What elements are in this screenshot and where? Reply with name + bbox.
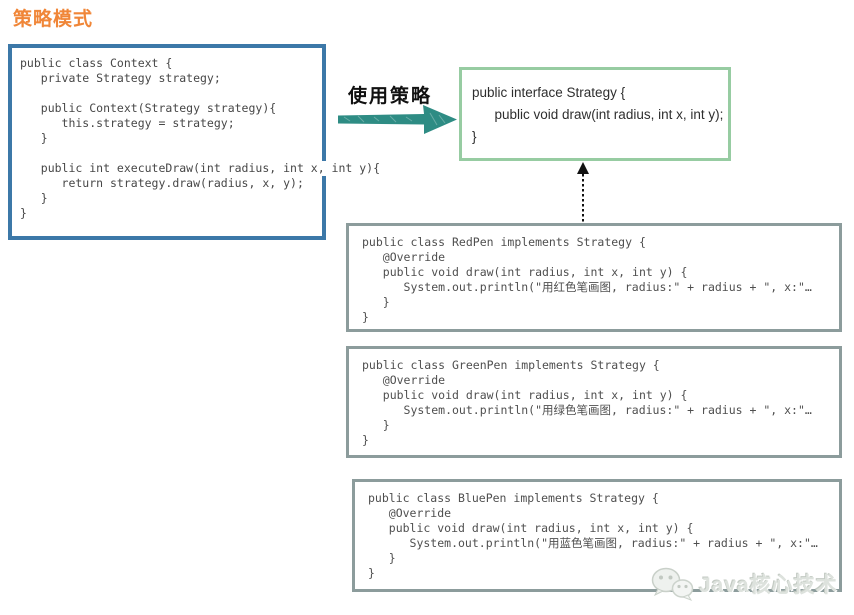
blue-pen-class-box: public class BluePen implements Strategy… xyxy=(352,479,842,592)
wechat-icon xyxy=(651,567,694,601)
page-title: 策略模式 xyxy=(13,9,94,30)
watermark: Java核心技术 xyxy=(650,566,838,602)
use-strategy-label: 使用策略 xyxy=(348,86,433,107)
implements-arrow-icon xyxy=(577,162,589,224)
blue-pen-code: public class BluePen implements Strategy… xyxy=(368,491,818,581)
watermark-text: Java核心技术 xyxy=(699,574,838,597)
red-pen-code: public class RedPen implements Strategy … xyxy=(362,235,812,325)
red-pen-class-box: public class RedPen implements Strategy … xyxy=(346,223,842,332)
green-pen-class-box: public class GreenPen implements Strateg… xyxy=(346,346,842,458)
strategy-interface-box: public interface Strategy { public void … xyxy=(459,67,731,161)
context-code: public class Context { private Strategy … xyxy=(20,56,381,221)
strategy-interface-code: public interface Strategy { public void … xyxy=(472,85,724,144)
use-strategy-arrow-icon xyxy=(338,105,457,134)
green-pen-code: public class GreenPen implements Strateg… xyxy=(362,358,812,448)
context-class-box: public class Context { private Strategy … xyxy=(8,44,381,240)
